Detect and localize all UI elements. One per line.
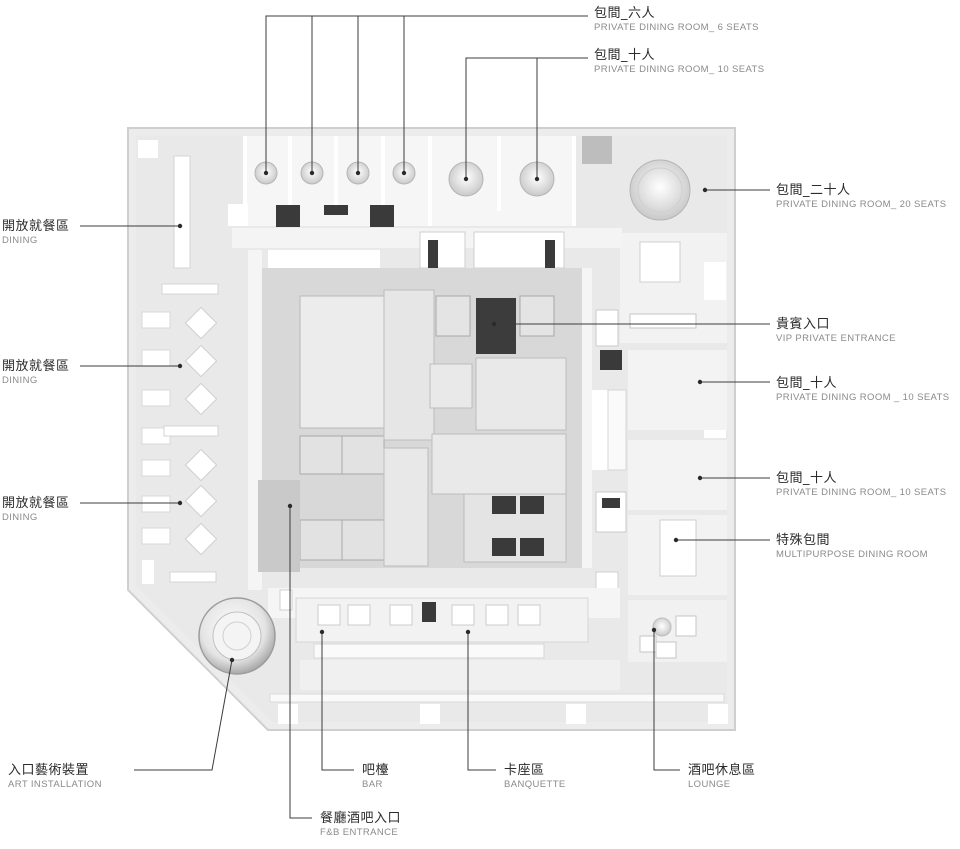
label-en: BAR: [362, 779, 383, 790]
art-installation: [198, 597, 276, 675]
label-zh: 開放就餐區: [2, 359, 70, 374]
label-en: DINING: [2, 235, 38, 246]
pdr-top-strip: [228, 136, 612, 227]
leader-lines: [80, 15, 770, 819]
label-zh: 卡座區: [504, 763, 545, 778]
core: [232, 228, 622, 593]
label-lounge: 酒吧休息區 LOUNGE: [688, 763, 756, 791]
label-en: F&B ENTRANCE: [320, 827, 399, 838]
label-pdr-6-seats: 包間_六人 PRIVATE DINING ROOM_ 6 SEATS: [594, 6, 759, 34]
label-en: VIP PRIVATE ENTRANCE: [776, 333, 896, 344]
label-en: DINING: [2, 375, 38, 386]
label-zh: 餐廳酒吧入口: [320, 811, 402, 826]
label-fb-entrance: 餐廳酒吧入口 F&B ENTRANCE: [320, 811, 401, 839]
label-zh: 包間_二十人: [776, 183, 851, 198]
label-en: PRIVATE DINING ROOM_ 6 SEATS: [594, 22, 759, 33]
label-zh: 吧檯: [362, 763, 390, 778]
label-bar: 吧檯 BAR: [362, 763, 389, 791]
label-zh: 包間_十人: [776, 471, 838, 486]
label-art-installation: 入口藝術裝置 ART INSTALLATION: [8, 763, 102, 791]
label-pdr-10-seats-top: 包間_十人 PRIVATE DINING ROOM_ 10 SEATS: [594, 48, 765, 76]
label-zh: 包間_十人: [594, 48, 656, 63]
label-en: PRIVATE DINING ROOM_ 10 SEATS: [776, 487, 947, 498]
label-multipurpose-room: 特殊包間 MULTIPURPOSE DINING ROOM: [776, 533, 928, 561]
label-en: PRIVATE DINING ROOM_ 10 SEATS: [594, 64, 765, 75]
label-dining-3: 開放就餐區 DINING: [2, 496, 70, 524]
label-zh: 包間_十人: [776, 376, 838, 391]
label-zh: 入口藝術裝置: [8, 763, 90, 778]
label-zh: 貴賓入口: [776, 317, 831, 332]
label-pdr-10-seats-mid: 包間_十人 PRIVATE DINING ROOM _ 10 SEATS: [776, 376, 950, 404]
label-pdr-20-seats: 包間_二十人 PRIVATE DINING ROOM_ 20 SEATS: [776, 183, 947, 211]
label-zh: 酒吧休息區: [688, 763, 756, 778]
label-en: LOUNGE: [688, 779, 731, 790]
label-pdr-10-seats-low: 包間_十人 PRIVATE DINING ROOM_ 10 SEATS: [776, 471, 947, 499]
label-en: DINING: [2, 512, 38, 523]
bar-area: [268, 588, 728, 724]
leader-dots: [177, 170, 708, 663]
label-en: BANQUETTE: [504, 779, 566, 790]
label-en: MULTIPURPOSE DINING ROOM: [776, 549, 928, 560]
label-dining-1: 開放就餐區 DINING: [2, 219, 70, 247]
label-banquette: 卡座區 BANQUETTE: [504, 763, 566, 791]
label-dining-2: 開放就餐區 DINING: [2, 359, 70, 387]
label-zh: 開放就餐區: [2, 496, 70, 511]
label-zh: 包間_六人: [594, 6, 656, 21]
label-en: PRIVATE DINING ROOM _ 10 SEATS: [776, 392, 950, 403]
label-zh: 特殊包間: [776, 533, 831, 548]
label-en: ART INSTALLATION: [8, 779, 102, 790]
label-en: PRIVATE DINING ROOM_ 20 SEATS: [776, 199, 947, 210]
left-dining: [138, 140, 219, 584]
label-vip-entrance: 貴賓入口 VIP PRIVATE ENTRANCE: [776, 317, 896, 345]
label-zh: 開放就餐區: [2, 219, 70, 234]
